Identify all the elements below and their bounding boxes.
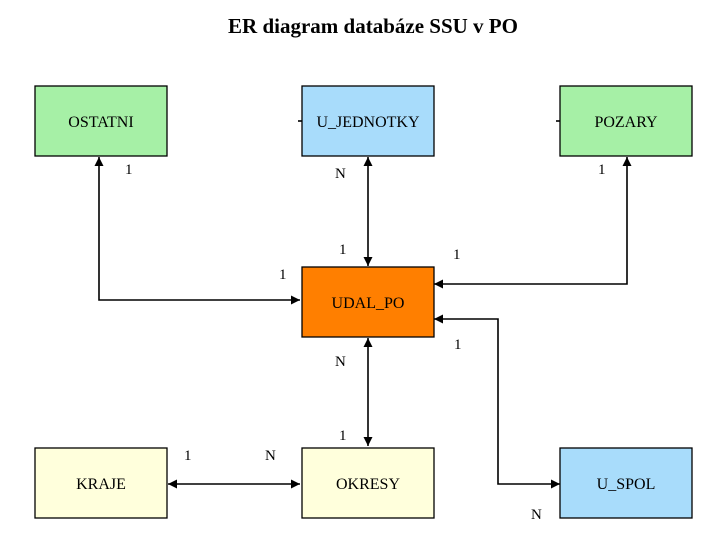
- edge-pozary-udal_po: [434, 157, 632, 289]
- card-u_jednotky-side: N: [335, 166, 346, 182]
- card-udal_po-from-ostatni: 1: [279, 267, 287, 283]
- entity-udal_po[interactable]: UDAL_PO: [301, 266, 435, 338]
- entity-u_spol[interactable]: U_SPOL: [559, 447, 693, 519]
- card-kraje-side: 1: [184, 448, 192, 464]
- edge-ostatni-udal_po: [94, 157, 300, 305]
- edge-udal_po-u_spol: [434, 314, 560, 489]
- entity-u_jednotky-label: U_JEDNOTKY: [316, 114, 420, 131]
- entity-pozary-box: [559, 85, 693, 157]
- card-udal_po-to-u_spol: 1: [454, 337, 462, 353]
- entity-u_spol-box: [559, 447, 693, 519]
- entity-okresy-box: [301, 447, 435, 519]
- diagram-title: ER diagram databáze SSU v PO: [228, 14, 518, 38]
- entity-u_spol-label: U_SPOL: [597, 476, 656, 493]
- entity-u_jednotky[interactable]: U_JEDNOTKY: [301, 85, 435, 157]
- entity-ostatni-label: OSTATNI: [68, 114, 133, 131]
- entity-u_jednotky-box: [301, 85, 435, 157]
- card-okresy-from-udal_po: 1: [339, 428, 347, 444]
- entity-kraje-box: [34, 447, 168, 519]
- card-u_spol-side: N: [531, 507, 542, 523]
- entity-kraje-label: KRAJE: [76, 476, 126, 493]
- card-udal_po-from-u_jednotky: 1: [339, 242, 347, 258]
- entity-kraje[interactable]: KRAJE: [34, 447, 168, 519]
- card-okresy-from-kraje: N: [265, 448, 276, 464]
- entity-ostatni[interactable]: OSTATNI: [34, 85, 168, 157]
- entity-ostatni-box: [34, 85, 168, 157]
- entity-pozary[interactable]: POZARY: [559, 85, 693, 157]
- entity-udal_po-label: UDAL_PO: [332, 295, 405, 312]
- card-udal_po-from-pozary: 1: [453, 247, 461, 263]
- card-udal_po-to-okresy: N: [335, 354, 346, 370]
- card-pozary-side: 1: [598, 162, 606, 178]
- entity-okresy[interactable]: OKRESY: [301, 447, 435, 519]
- entity-pozary-label: POZARY: [594, 114, 658, 131]
- entity-udal_po-box: [301, 266, 435, 338]
- entity-okresy-label: OKRESY: [336, 476, 400, 493]
- card-ostatni-side: 1: [125, 162, 133, 178]
